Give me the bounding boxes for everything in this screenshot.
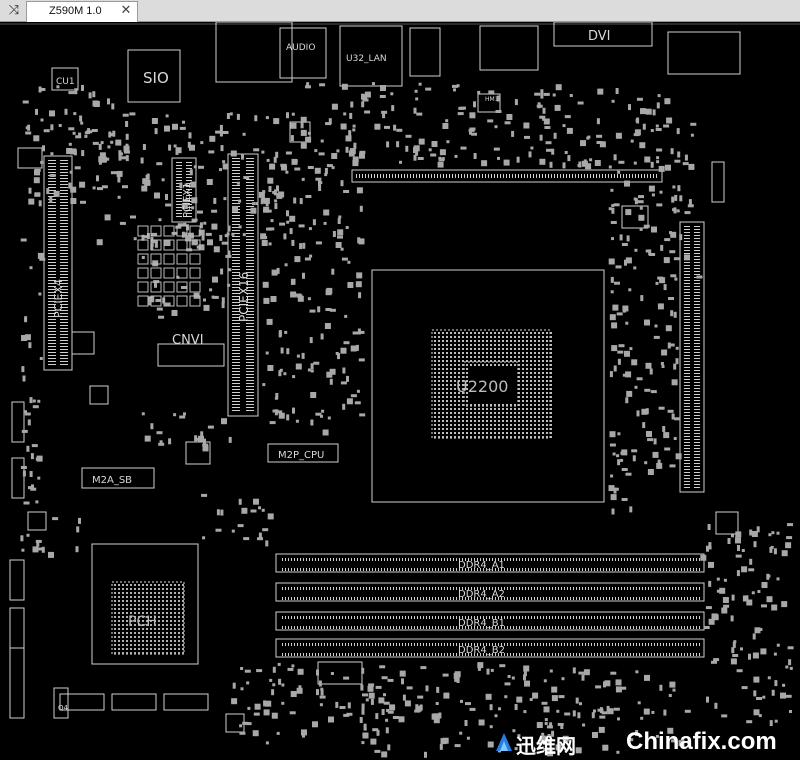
sidebar-toggle-icon[interactable]: ⤨ xyxy=(8,3,20,18)
tab-z590m[interactable]: Z590M 1.0 ✕ xyxy=(26,1,138,22)
ddr4-a2-slot[interactable] xyxy=(275,582,705,602)
ddr4-a2-label: DDR4_A2 xyxy=(458,589,505,600)
pcb-drawing[interactable]: SIO CU1 AUDIO U32_LAN DVI HM1 CNVI M2P_C… xyxy=(0,22,800,760)
hm1-label: HM1 xyxy=(485,96,499,103)
watermark-cn: 迅维网 xyxy=(516,734,576,758)
ddr4-a1-label: DDR4_A1 xyxy=(458,560,505,571)
pch-outline[interactable] xyxy=(91,543,199,665)
watermark-en: Chinafix.com xyxy=(626,728,777,755)
cnvi-label: CNVI xyxy=(172,333,204,348)
boardview-canvas[interactable]: SIO CU1 AUDIO U32_LAN DVI HM1 CNVI M2P_C… xyxy=(0,22,800,760)
lan-label: U32_LAN xyxy=(346,54,387,64)
sio-label: SIO xyxy=(143,69,169,87)
chinafix-logo-icon xyxy=(496,733,512,751)
pciex4-label: PCIEX4 xyxy=(52,279,65,318)
ddr4-b1-label: DDR4_B1 xyxy=(458,618,505,629)
sio-chip[interactable] xyxy=(127,49,181,103)
ddr4-b1-slot[interactable] xyxy=(275,611,705,631)
cpu-socket[interactable] xyxy=(371,269,605,503)
cu1-label: CU1 xyxy=(56,77,75,87)
m2p-cpu-slot[interactable] xyxy=(267,443,339,463)
usb-connector[interactable] xyxy=(409,27,441,77)
pciex16-label: PCIEX16 xyxy=(237,272,251,322)
cu1-chip[interactable] xyxy=(51,67,79,91)
dvi-connector[interactable] xyxy=(553,22,653,47)
tab-bar: ⤨ Z590M 1.0 ✕ xyxy=(0,0,800,22)
cpu-label: U2200 xyxy=(456,377,508,396)
m2a-sb-label: M2A_SB xyxy=(92,475,132,486)
q4-component[interactable] xyxy=(53,687,69,719)
right-slot[interactable] xyxy=(679,221,705,493)
lan-connector[interactable] xyxy=(339,25,403,87)
audio-connector[interactable] xyxy=(279,27,327,79)
hdmi-connector[interactable] xyxy=(479,25,539,71)
pch-label: PCH xyxy=(128,614,157,630)
audio-label: AUDIO xyxy=(286,43,315,53)
pciex1-label: PCIEX1 xyxy=(182,183,193,219)
dvi-label: DVI xyxy=(588,29,611,44)
m2a-sb-slot[interactable] xyxy=(81,467,155,489)
pciex1-slot[interactable] xyxy=(171,157,197,223)
close-icon[interactable]: ✕ xyxy=(120,3,132,18)
q4-label: Q4 xyxy=(58,704,69,712)
daut-chip[interactable] xyxy=(621,205,649,229)
watermark: 迅维网 Chinafix.com xyxy=(496,726,798,760)
cnvi-connector[interactable] xyxy=(157,343,225,367)
pciex4-slot[interactable] xyxy=(43,155,73,371)
m2p-cpu-label: M2P_CPU xyxy=(278,450,324,461)
ddr4-a1-slot[interactable] xyxy=(275,553,705,573)
ddr4-b2-label: DDR4_B2 xyxy=(458,645,505,656)
tab-label: Z590M 1.0 xyxy=(49,5,102,17)
dvi-chip[interactable] xyxy=(667,31,741,75)
hm1-chip[interactable] xyxy=(477,93,501,113)
ddr4-b2-slot[interactable] xyxy=(275,638,705,658)
